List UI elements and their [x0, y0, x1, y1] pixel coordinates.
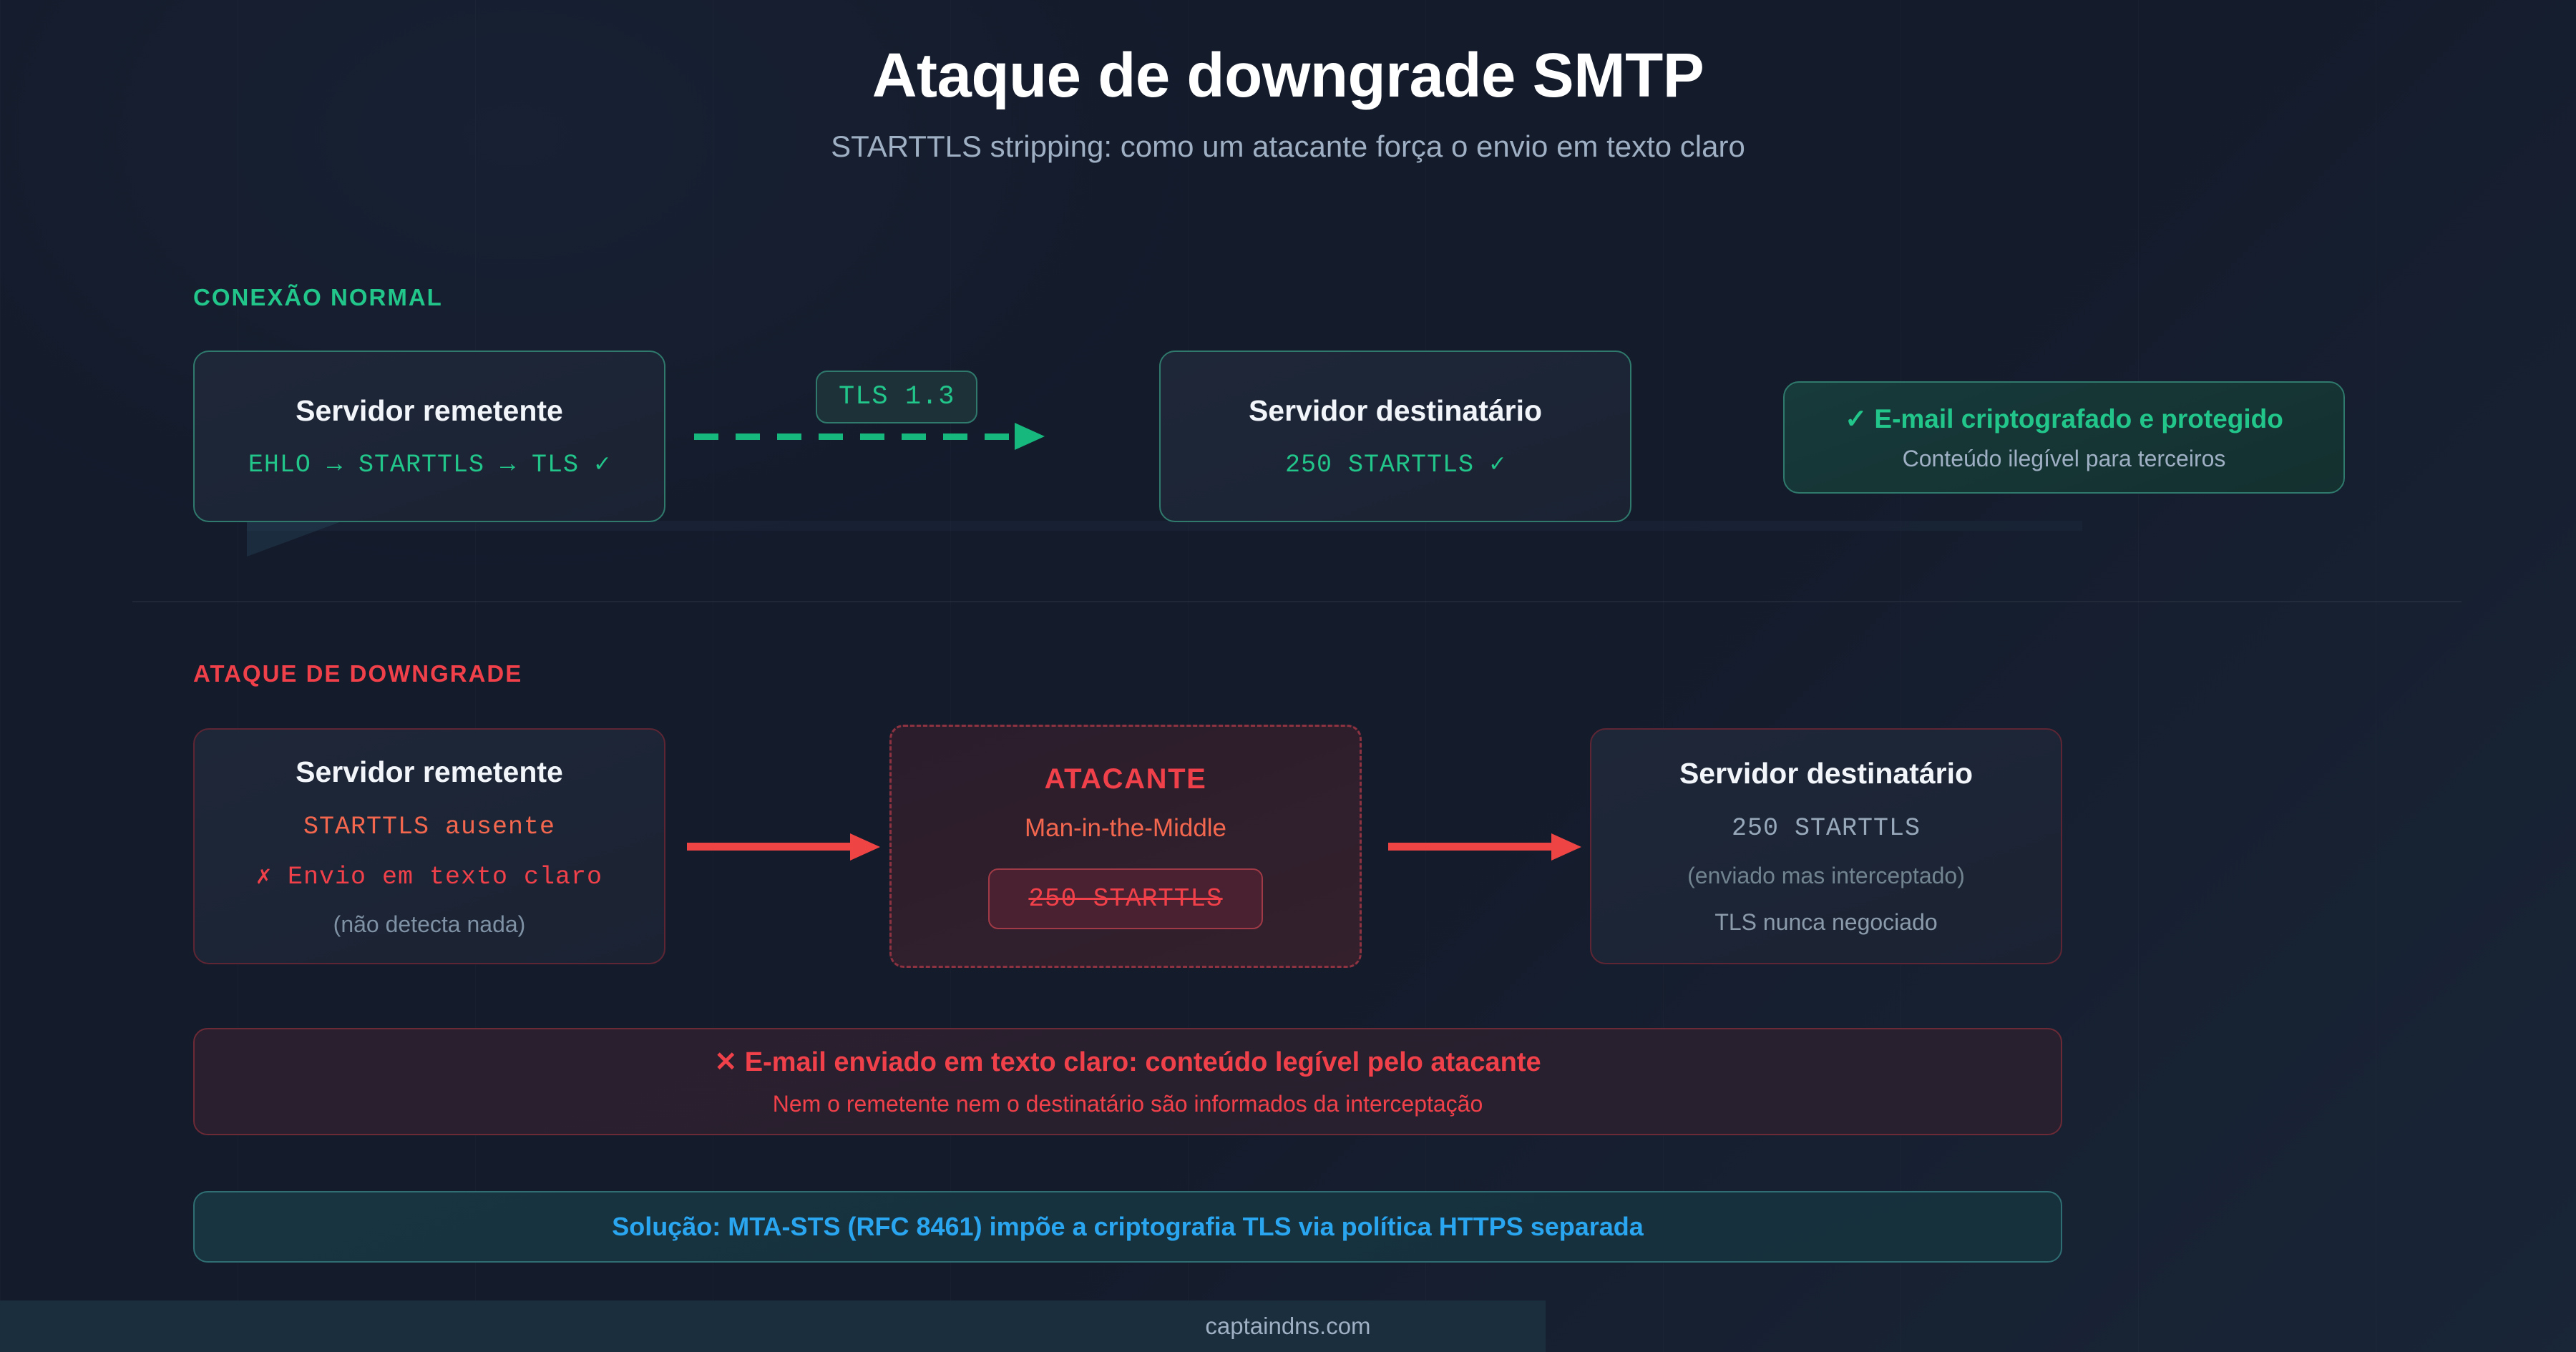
stripped-command-chip: 250 STARTTLS — [988, 868, 1263, 929]
normal-destination-response: 250 STARTTLS ✓ — [1284, 450, 1506, 479]
normal-sender-card: Servidor remetente EHLO → STARTTLS → TLS… — [193, 351, 665, 522]
attack-sender-line3: ✗ Envio em texto claro — [255, 862, 603, 891]
normal-result-card: ✓ E-mail criptografado e protegido Conte… — [1783, 381, 2345, 494]
attack-sender-line4: (não detecta nada) — [333, 911, 526, 937]
attack-destination-line2: 250 STARTTLS — [1731, 814, 1921, 843]
attack-sender-title: Servidor remetente — [296, 755, 563, 788]
header: Ataque de downgrade SMTP STARTTLS stripp… — [0, 43, 2576, 164]
attack-sender-line2: STARTTLS ausente — [303, 812, 556, 841]
normal-result-headline: ✓ E-mail criptografado e protegido — [1845, 403, 2283, 433]
normal-result-detail: Conteúdo ilegível para terceiros — [1902, 445, 2226, 471]
attacker-title: ATACANTE — [1044, 763, 1207, 795]
attack-arrow-sender-to-mitm-icon — [687, 833, 880, 861]
footer-band — [0, 1300, 1546, 1352]
arrow-shaft — [687, 843, 852, 851]
page-title: Ataque de downgrade SMTP — [872, 41, 1704, 110]
footer-site-label: captaindns.com — [1205, 1313, 1371, 1339]
attacker-subtitle: Man-in-the-Middle — [1024, 814, 1227, 842]
attack-destination-line4: TLS nunca negociado — [1714, 909, 1938, 935]
normal-sender-title: Servidor remetente — [296, 393, 563, 427]
attack-destination-card: Servidor destinatário 250 STARTTLS (envi… — [1590, 728, 2062, 964]
attack-sender-card: Servidor remetente STARTTLS ausente ✗ En… — [193, 728, 665, 964]
warning-headline: ✕ E-mail enviado em texto claro: conteúd… — [714, 1047, 1541, 1077]
warning-detail: Nem o remetente nem o destinatário são i… — [772, 1091, 1483, 1117]
card-shadow-triangle — [247, 521, 343, 557]
normal-sender-flow: EHLO → STARTTLS → TLS ✓ — [248, 450, 611, 479]
arrow-head — [1015, 423, 1045, 450]
section-label-normal: CONEXÃO NORMAL — [193, 284, 443, 310]
normal-connection-arrow-icon — [694, 423, 1052, 450]
section-divider — [132, 601, 2462, 602]
arrow-shaft — [694, 433, 1016, 440]
attack-arrow-mitm-to-destination-icon — [1388, 833, 1581, 861]
solution-text: Solução: MTA-STS (RFC 8461) impõe a crip… — [612, 1212, 1644, 1241]
arrow-head — [1551, 833, 1581, 861]
arrow-head — [850, 833, 880, 861]
page-subtitle: STARTTLS stripping: como um atacante for… — [831, 129, 1745, 164]
solution-banner: Solução: MTA-STS (RFC 8461) impõe a crip… — [193, 1191, 2062, 1263]
section-label-attack: ATAQUE DE DOWNGRADE — [193, 660, 523, 687]
warning-banner: ✕ E-mail enviado em texto claro: conteúd… — [193, 1028, 2062, 1135]
normal-destination-card: Servidor destinatário 250 STARTTLS ✓ — [1159, 351, 1631, 522]
attack-destination-title: Servidor destinatário — [1679, 757, 1974, 790]
normal-destination-title: Servidor destinatário — [1248, 393, 1543, 427]
arrow-shaft — [1388, 843, 1553, 851]
tls-version-badge: TLS 1.3 — [816, 371, 978, 423]
attacker-mitm-card: ATACANTE Man-in-the-Middle 250 STARTTLS — [889, 725, 1362, 968]
card-shadow-bar — [247, 521, 2082, 531]
attack-destination-line3: (enviado mas interceptado) — [1687, 863, 1965, 888]
